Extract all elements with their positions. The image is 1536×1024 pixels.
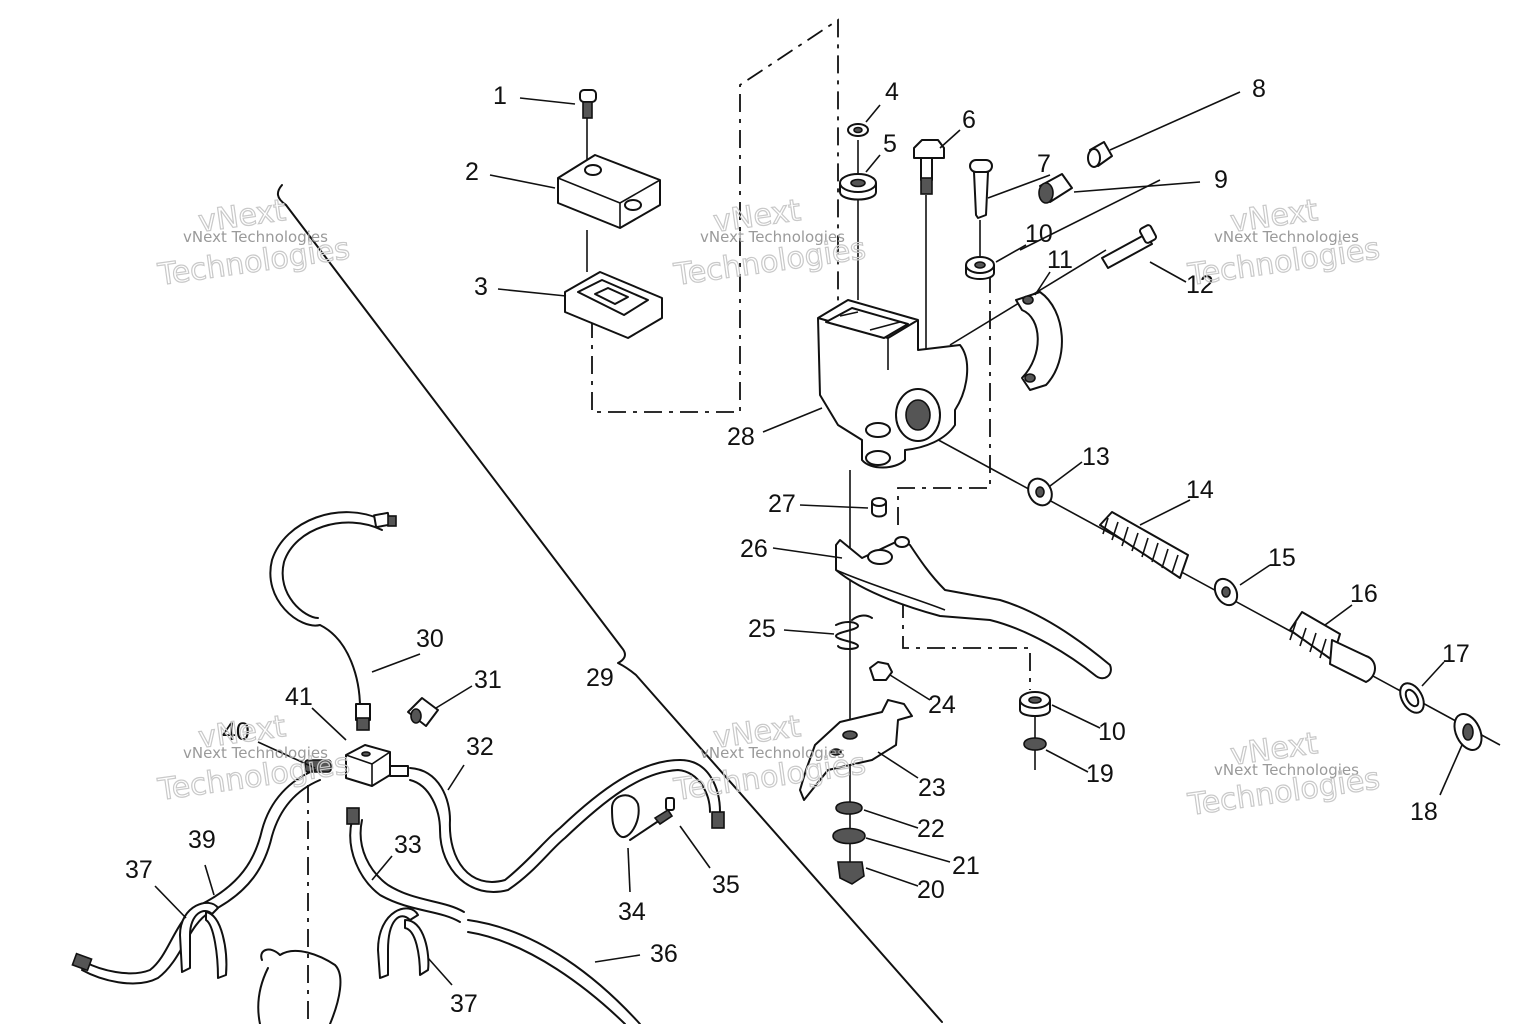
part-spring-25 [835,614,873,650]
watermark-text: vNext Technologies [1214,761,1359,779]
part-washer-15 [1213,577,1239,607]
callout-10: 10 [1025,220,1053,248]
part-ring-17 [1399,682,1425,714]
part-washer-10-lower [1019,691,1051,717]
callout-28: 28 [727,423,755,451]
part-piston-16 [1289,611,1376,683]
callout-39: 39 [188,826,216,854]
part-bushing-27 [871,497,887,518]
callout-1: 1 [493,82,507,110]
part-washer-13 [1027,477,1053,507]
part-screw-12 [1101,224,1157,269]
part-washers-4-5 [839,123,877,201]
part-fitting-31 [407,697,439,727]
part-washer-21 [832,827,866,845]
watermark-text: vNext Technologies [700,744,845,762]
callout-35: 35 [712,871,740,899]
callout-41: 41 [285,683,313,711]
part-block-41 [304,744,409,787]
part-nut-19 [1023,737,1047,751]
callout-21: 21 [952,852,980,880]
callout-20: 20 [917,876,945,904]
watermark-text: vNext Technologies [700,228,845,246]
callout-8: 8 [1252,75,1266,103]
callout-15: 15 [1268,544,1296,572]
callout-22: 22 [917,815,945,843]
callout-27: 27 [768,490,796,518]
leader-lines [154,91,1463,986]
callout-7: 7 [1037,150,1051,178]
watermark-top-right: vNext Technologies vNext Technologies [1185,192,1383,293]
part-adjuster-8-9 [1038,141,1113,204]
part-bolt-6 [913,139,945,195]
part-nut-24 [869,661,893,681]
part-fragment [257,948,342,1024]
callout-3: 3 [474,273,488,301]
callout-26: 26 [740,535,768,563]
part-guide-37-left [179,902,228,979]
part-nut-20 [837,861,865,885]
callout-37-left: 37 [125,856,153,884]
part-bolt-35 [653,797,675,826]
callout-25: 25 [748,615,776,643]
part-spring-14 [1099,511,1189,579]
part-seal-18 [1453,713,1483,751]
callout-13: 13 [1082,443,1110,471]
callout-40: 40 [222,718,250,746]
phantom-lines [307,18,1031,1024]
part-clamp-11 [1015,291,1063,391]
divider-bracket [276,184,943,1023]
callout-10-lower: 10 [1098,718,1126,746]
watermark-bottom-left: vNext Technologies vNext Technologies [155,708,353,808]
callout-19: 19 [1086,760,1114,788]
watermark-top-left: vNext Technologies vNext Technologies [155,192,353,293]
callout-33: 33 [394,831,422,859]
part-clip-34 [611,794,661,841]
part-bracket-23 [799,699,913,801]
callout-4: 4 [885,78,899,106]
callout-18: 18 [1410,798,1438,826]
part-washer-22 [835,801,863,815]
part-screw-1 [579,89,597,119]
part-pin-7 [969,159,993,219]
watermark-text: vNext Technologies [1214,228,1359,246]
callout-36: 36 [650,940,678,968]
callout-24: 24 [928,691,956,719]
callout-5: 5 [883,130,897,158]
callout-23: 23 [918,774,946,802]
part-lever-26 [835,536,1112,680]
callout-16: 16 [1350,580,1378,608]
part-brake-line-30 [269,511,397,731]
part-reservoir-cover-2 [557,154,661,229]
watermark-text: vNext Technologies [183,228,328,246]
callout-31: 31 [474,666,502,694]
part-brake-line-33 [346,807,465,923]
callout-11: 11 [1047,246,1073,274]
part-brake-line-32 [409,759,725,893]
callout-9: 9 [1214,166,1228,194]
callout-14: 14 [1186,476,1214,504]
watermark-bottom-right: vNext Technologies vNext Technologies [1185,725,1383,823]
callout-17: 17 [1442,640,1470,668]
callout-12: 12 [1186,271,1214,299]
part-washer-10-upper [965,256,995,280]
callout-29: 29 [586,664,614,692]
part-master-cylinder-28 [817,299,969,469]
callout-2: 2 [465,158,479,186]
part-brake-line-36 [467,919,641,1024]
callout-30: 30 [416,625,444,653]
callout-32: 32 [466,733,494,761]
watermark-text: vNext Technologies [183,744,328,762]
callout-6: 6 [962,106,976,134]
callout-37-right: 37 [450,990,478,1018]
part-diaphragm-3 [564,271,663,339]
callout-labels: 1 2 3 4 5 6 7 8 9 10 11 12 13 14 15 16 1… [125,75,1470,1018]
callout-34: 34 [618,898,646,926]
part-guide-37-right [377,907,430,979]
